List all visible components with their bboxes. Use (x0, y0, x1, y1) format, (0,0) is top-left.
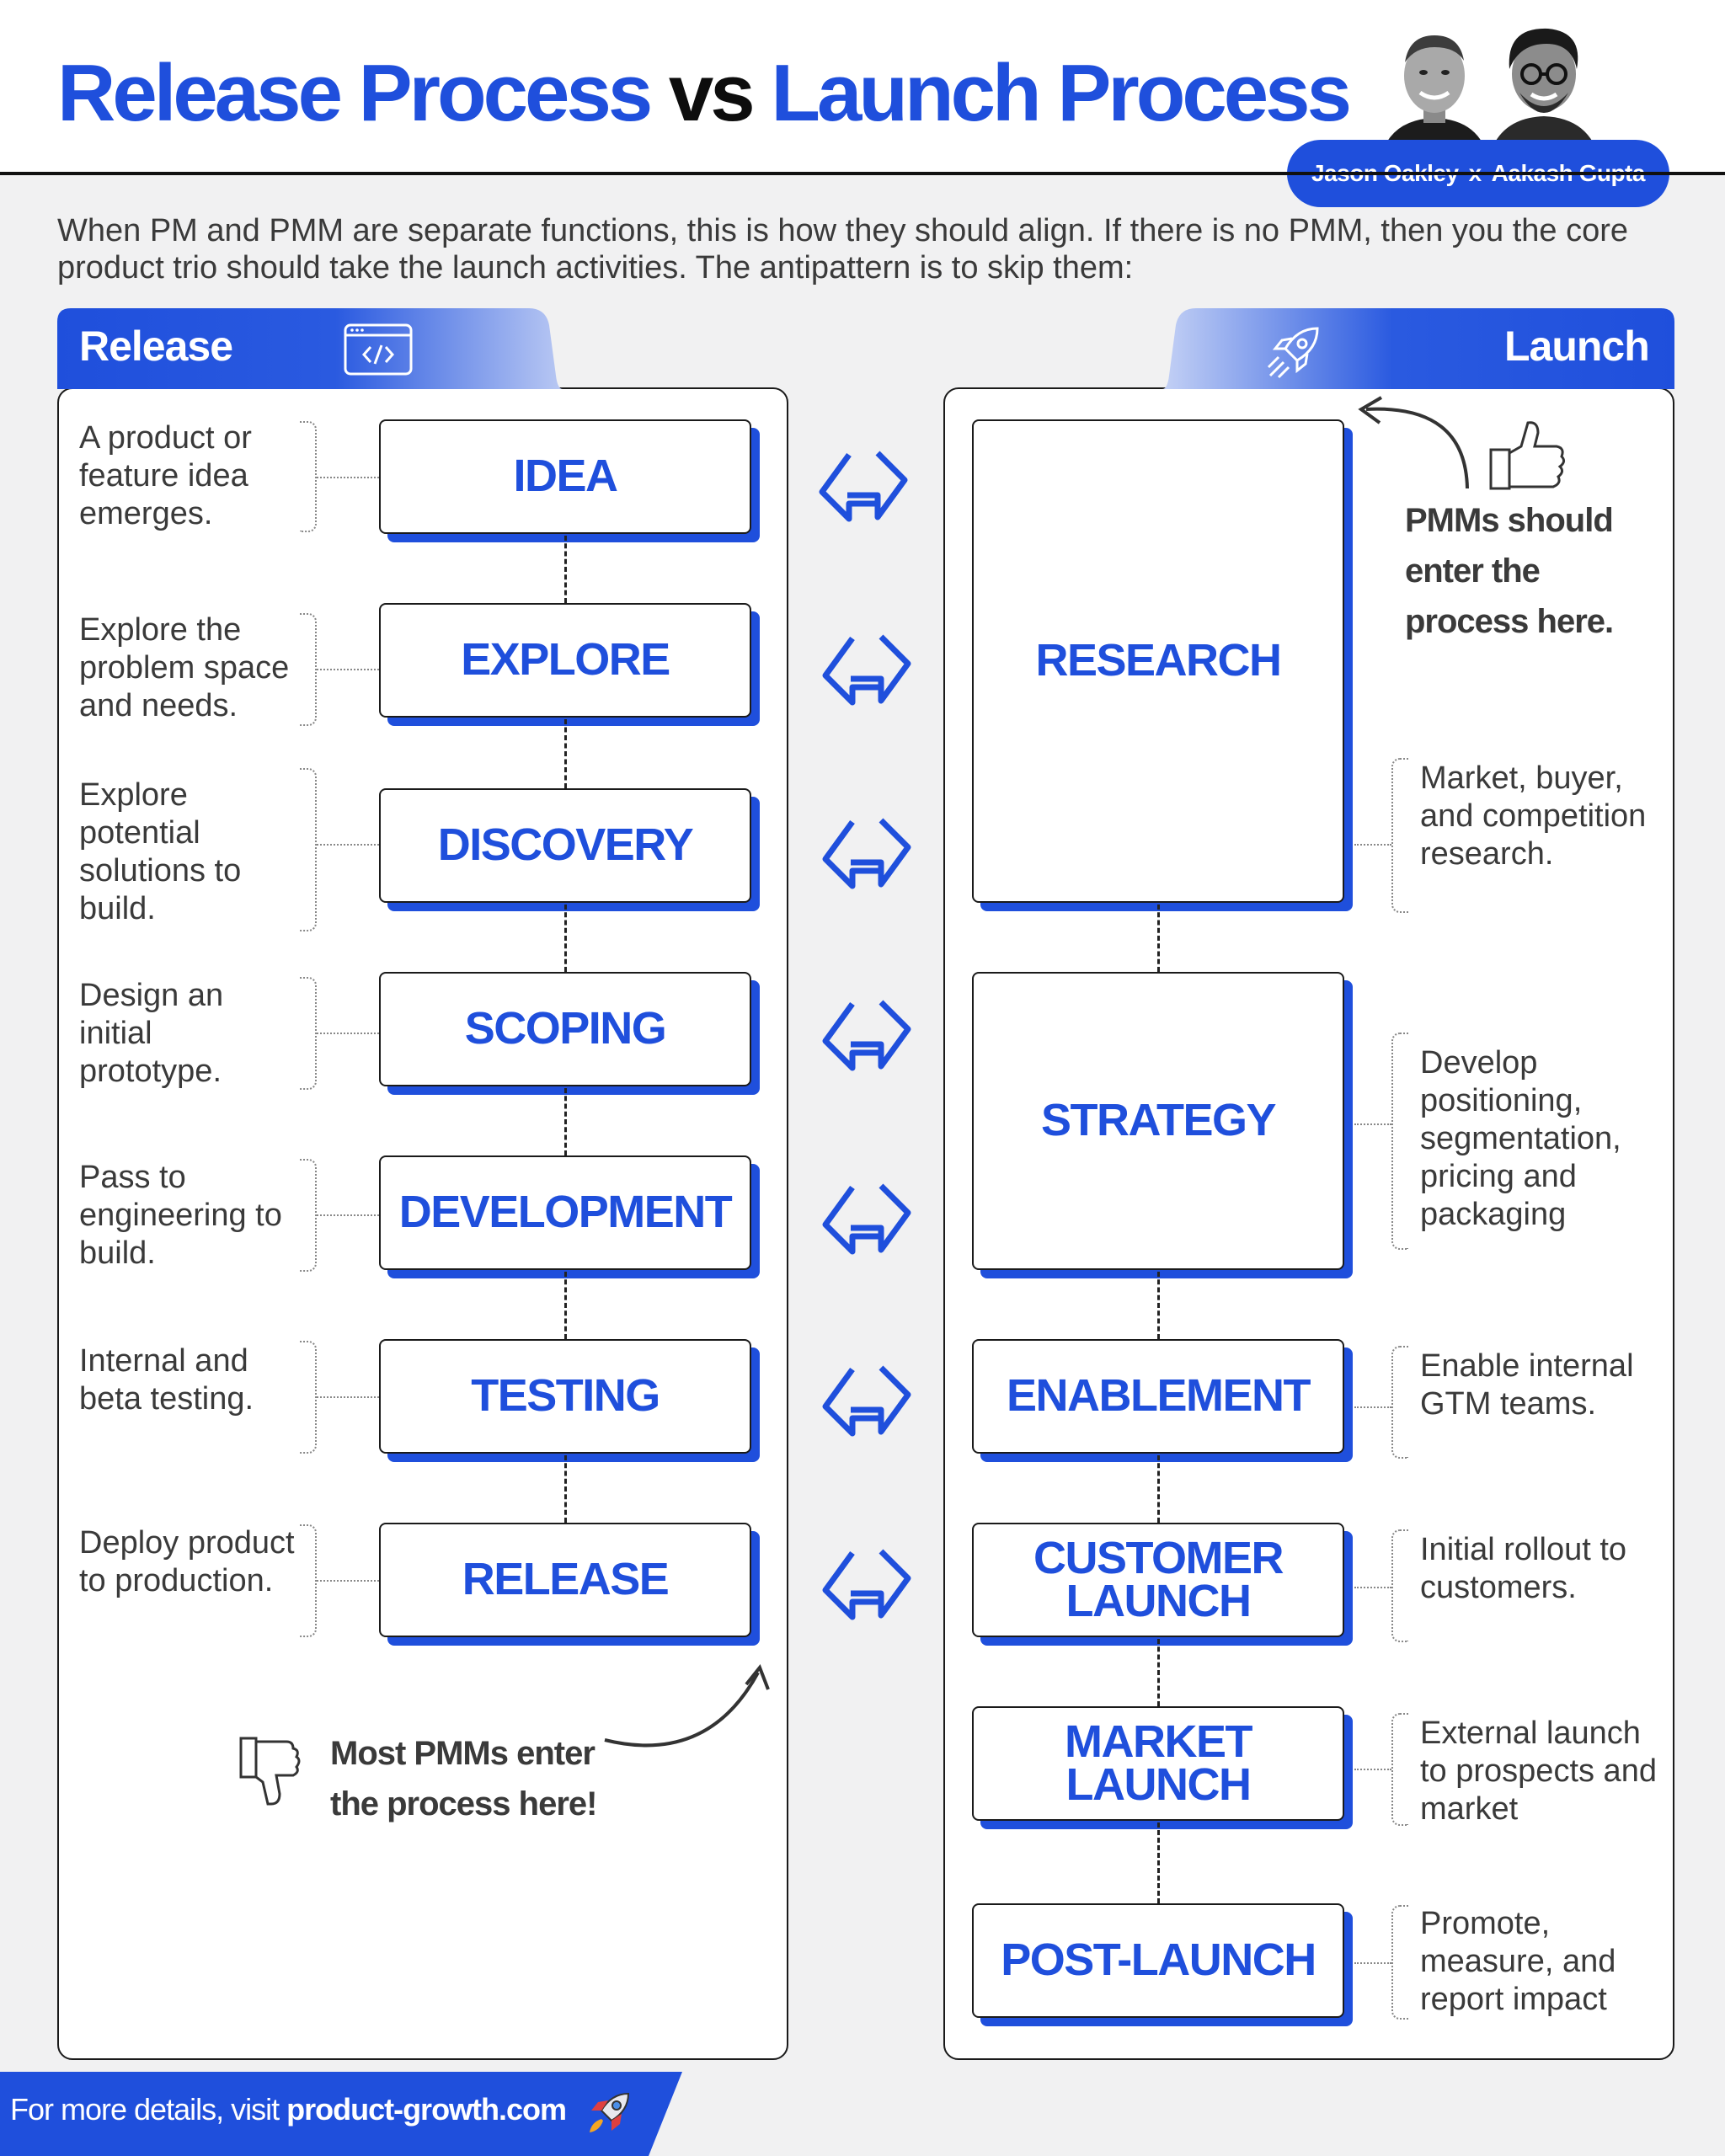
release-step-testing: TESTING (379, 1339, 751, 1454)
release-step-idea: IDEA (379, 419, 751, 534)
launch-desc-research: Market, buyer, and competition research. (1420, 760, 1647, 872)
bracket (300, 1524, 317, 1637)
launch-desc-post-launch: Promote, measure, and report impact (1420, 1906, 1616, 2017)
desc-connector (1354, 1962, 1391, 1964)
launch-step-customer-launch: CUSTOMER LAUNCH (972, 1523, 1344, 1637)
release-connector (564, 1088, 567, 1155)
desc-connector (317, 477, 379, 478)
release-step-scoping: SCOPING (379, 972, 751, 1086)
launch-callout: PMMs should enter the process here. (1405, 502, 1614, 640)
bidirectional-arrow (822, 1183, 911, 1255)
launch-step-enablement: ENABLEMENT (972, 1339, 1344, 1454)
release-connector (564, 536, 567, 603)
footer-prefix: For more details, visit (10, 2092, 287, 2127)
footer-link[interactable]: product-growth.com (286, 2092, 567, 2127)
release-desc-release: Deploy product to production. (79, 1525, 295, 1598)
release-step-development: DEVELOPMENT (379, 1155, 751, 1270)
release-connector (564, 905, 567, 972)
launch-tab (1162, 308, 1674, 389)
launch-step-post-launch: POST-LAUNCH (972, 1903, 1344, 2018)
desc-connector (1354, 1769, 1391, 1770)
desc-connector (317, 1580, 379, 1582)
desc-connector (317, 1033, 379, 1034)
release-desc-discovery: Explore potential solutions to build. (79, 777, 242, 926)
bracket (300, 1159, 317, 1272)
code-window-icon (344, 323, 413, 376)
curved-arrow (1358, 396, 1469, 489)
footer-bar (0, 2072, 682, 2156)
desc-connector (1354, 1123, 1391, 1125)
bracket (1391, 1905, 1408, 2020)
release-callout: Most PMMs enter the process here! (330, 1735, 597, 1822)
bracket (1391, 758, 1408, 913)
desc-connector (1354, 1406, 1391, 1408)
launch-connector (1157, 1639, 1160, 1706)
release-tab-label: Release (79, 323, 233, 370)
release-step-discovery: DISCOVERY (379, 788, 751, 903)
page-title: Release Process vs Launch Process (57, 47, 1352, 140)
bracket (1391, 1346, 1408, 1459)
release-connector (564, 1272, 567, 1339)
bidirectional-arrow (819, 451, 908, 522)
launch-desc-customer-launch: Initial rollout to customers. (1420, 1532, 1627, 1605)
title-vs: vs (649, 48, 772, 138)
title-launch-process: Launch Process (771, 48, 1352, 138)
bracket (300, 421, 317, 532)
bracket (300, 613, 317, 726)
desc-connector (317, 844, 379, 846)
bracket (1391, 1713, 1408, 1826)
intro-text: When PM and PMM are separate functions, … (57, 213, 1629, 286)
desc-connector (1354, 1587, 1391, 1588)
bracket (300, 1341, 317, 1454)
bracket (300, 768, 317, 931)
launch-connector (1157, 1822, 1160, 1903)
release-desc-idea: A product or feature idea emerges. (79, 420, 252, 531)
launch-desc-strategy: Develop positioning, segmentation, prici… (1420, 1045, 1621, 1232)
bidirectional-arrow (822, 1549, 911, 1620)
launch-connector (1157, 905, 1160, 972)
launch-tab-label: Launch (1504, 323, 1650, 370)
launch-connector (1157, 1272, 1160, 1339)
launch-desc-enablement: Enable internal GTM teams. (1420, 1348, 1634, 1422)
release-connector (564, 719, 567, 788)
release-desc-development: Pass to engineering to build. (79, 1160, 282, 1271)
footer-text: For more details, visit product-growth.c… (10, 2092, 567, 2127)
release-desc-scoping: Design an initial prototype. (79, 978, 224, 1089)
desc-connector (317, 669, 379, 670)
bracket (300, 977, 317, 1090)
title-release-process: Release Process (57, 48, 653, 138)
curved-arrow (604, 1664, 770, 1748)
thumbs-up-icon (1487, 416, 1568, 492)
release-step-explore: EXPLORE (379, 603, 751, 718)
launch-step-strategy: STRATEGY (972, 972, 1344, 1270)
desc-connector (317, 1214, 379, 1216)
rocket-icon (583, 2089, 633, 2139)
release-desc-explore: Explore the problem space and needs. (79, 612, 290, 723)
desc-connector (317, 1396, 379, 1398)
release-step-release: RELEASE (379, 1523, 751, 1637)
release-tab (57, 308, 563, 389)
header-divider (0, 172, 1725, 175)
rocket-icon (1263, 323, 1322, 382)
launch-desc-market-launch: External launch to prospects and market (1420, 1716, 1657, 1827)
thumbs-down-icon (238, 1735, 303, 1811)
bidirectional-arrow (822, 634, 911, 706)
release-connector (564, 1455, 567, 1523)
bidirectional-arrow (822, 1365, 911, 1437)
bracket (1391, 1033, 1408, 1250)
bidirectional-arrow (822, 818, 911, 889)
launch-step-market-launch: MARKET LAUNCH (972, 1706, 1344, 1821)
release-desc-testing: Internal and beta testing. (79, 1343, 254, 1417)
launch-step-research: RESEARCH (972, 419, 1344, 903)
launch-connector (1157, 1455, 1160, 1523)
bidirectional-arrow (822, 1000, 911, 1071)
bracket (1391, 1529, 1408, 1642)
desc-connector (1354, 844, 1391, 846)
